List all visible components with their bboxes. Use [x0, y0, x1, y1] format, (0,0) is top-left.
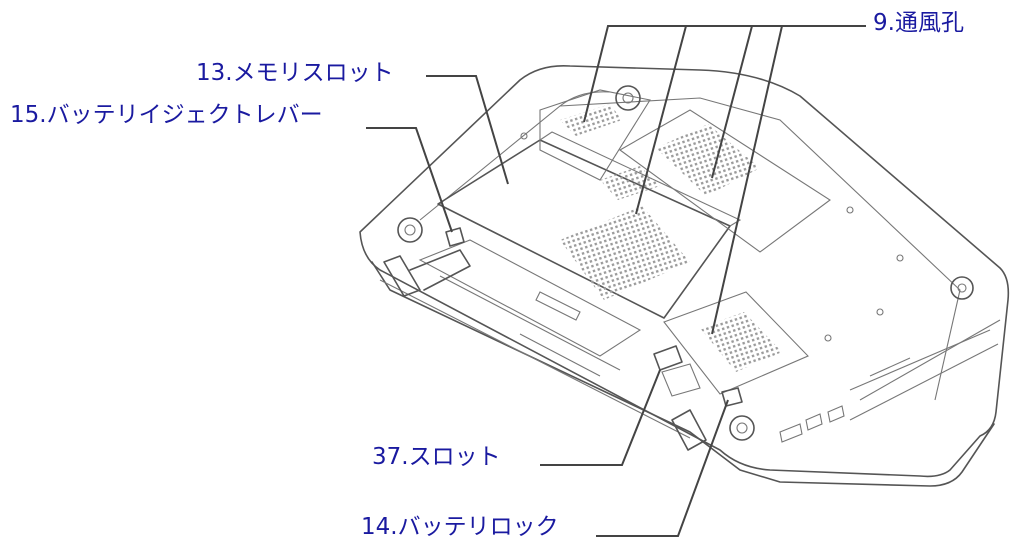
laptop-bottom-rim	[371, 261, 995, 487]
expansion-slot-opening	[653, 345, 683, 371]
foot-right	[950, 276, 974, 300]
side-ports	[779, 405, 845, 443]
label-battery-eject-lever[interactable]: 15.バッテリイジェクトレバー	[10, 102, 323, 128]
hinge-left	[383, 255, 421, 297]
foot-top	[615, 85, 641, 111]
battery-compartment	[418, 239, 642, 357]
battery-eject-lever-switch	[445, 227, 465, 247]
leader-lines	[366, 25, 866, 537]
battery-lock-switch	[721, 387, 743, 407]
label-memory-slot[interactable]: 13.メモリスロット	[196, 60, 394, 86]
label-slot[interactable]: 37.スロット	[372, 444, 501, 470]
foot-bottom	[729, 415, 755, 441]
top-inner-edge	[419, 97, 961, 401]
vent-panel-upper-left	[539, 89, 651, 181]
foot-left	[397, 217, 423, 243]
laptop-body-outline	[359, 64, 1010, 478]
label-vent[interactable]: 9.通風孔	[873, 10, 964, 36]
hinge-bottom	[671, 409, 707, 451]
label-battery-lock[interactable]: 14.バッテリロック	[361, 514, 559, 540]
vent-panel-upper-right	[618, 109, 831, 253]
